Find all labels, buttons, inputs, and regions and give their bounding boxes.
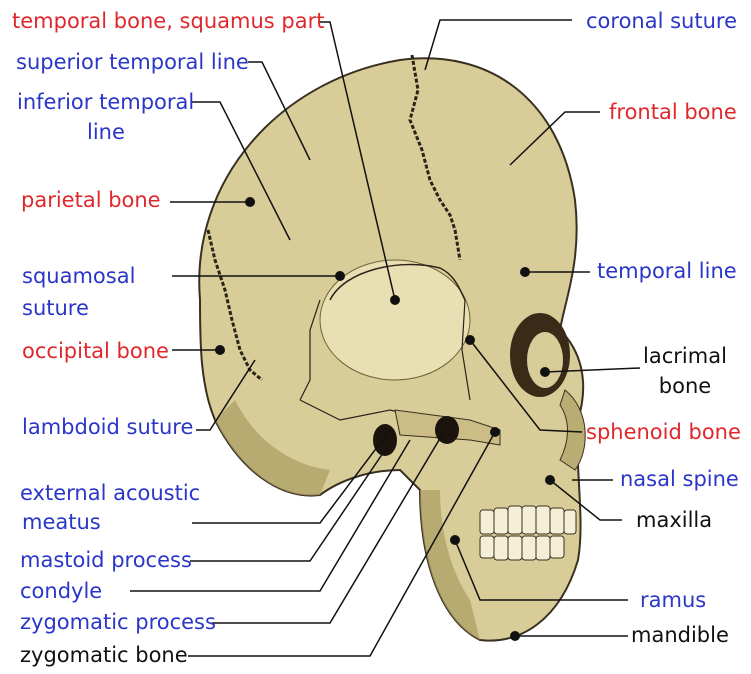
label-coronal-suture: coronal suture [586,9,737,34]
label-occipital-bone: occipital bone [22,339,169,364]
label-superior-temporal-line: superior temporal line [16,50,249,75]
label-inferior-temporal-line-1: inferior temporal [17,90,194,115]
label-mastoid-process: mastoid process [20,548,192,573]
label-frontal-bone: frontal bone [609,100,737,125]
label-zygomatic-process: zygomatic process [20,610,216,635]
orbit-inner [527,332,563,388]
label-nasal-spine: nasal spine [620,467,739,492]
label-lacrimal-bone-1: lacrimal [642,344,728,369]
label-external-acoustic-2: meatus [22,510,101,535]
label-external-acoustic-1: external acoustic [20,481,200,506]
label-inferior-temporal-line-2: line [87,120,125,145]
label-squamosal-suture-2: suture [22,296,89,321]
label-temporal-line: temporal line [597,259,737,284]
label-squamosal-suture-1: squamosal [22,264,135,289]
label-zygomatic-bone: zygomatic bone [20,643,188,668]
label-maxilla: maxilla [636,508,712,533]
label-lacrimal-bone-2: bone [642,374,728,399]
label-sphenoid-bone: sphenoid bone [586,420,741,445]
label-condyle: condyle [20,579,102,604]
teeth [480,506,576,560]
label-temporal-bone-squamus: temporal bone, squamus part [12,9,324,34]
label-mandible: mandible [631,623,729,648]
label-ramus: ramus [640,588,706,613]
label-parietal-bone: parietal bone [21,188,161,213]
label-lambdoid-suture: lambdoid suture [22,415,193,440]
